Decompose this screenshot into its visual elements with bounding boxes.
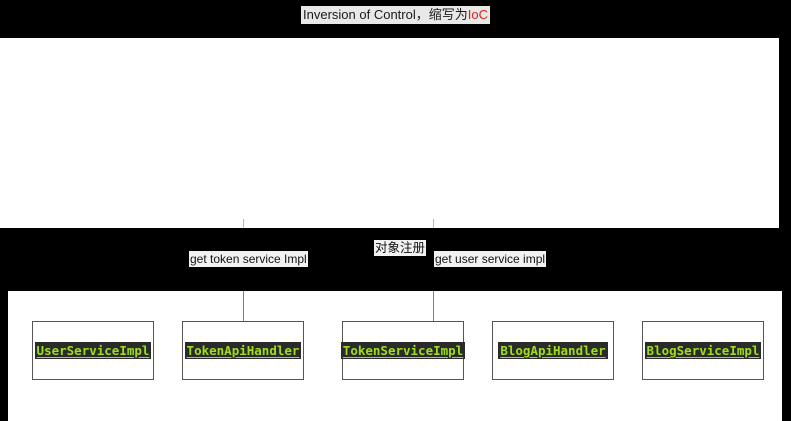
node-token-service-impl[interactable]: TokenServiceImpl — [340, 321, 466, 380]
connector-stub-right — [433, 219, 434, 228]
page-title: Inversion of Control，缩写为IoC — [0, 5, 791, 25]
node-label-user-service-impl: UserServiceImpl — [34, 342, 152, 359]
node-blog-service-impl[interactable]: BlogServiceImpl — [642, 321, 764, 380]
page-title-lead: Inversion of Control，缩写为 — [303, 6, 468, 22]
edge-label-object-registration: 对象注册 — [374, 240, 427, 256]
connector-token-api-handler — [243, 291, 244, 321]
connector-token-service-impl — [433, 291, 434, 321]
node-user-service-impl[interactable]: UserServiceImpl — [32, 321, 154, 380]
edge-label-get-user-service-impl: get user service impl — [434, 251, 547, 267]
connector-stub-left — [243, 219, 244, 228]
page-title-accent: IoC — [467, 6, 488, 22]
node-label-blog-service-impl: BlogServiceImpl — [644, 342, 762, 359]
page-title-text: Inversion of Control，缩写为IoC — [301, 5, 490, 24]
node-label-token-api-handler: TokenApiHandler — [184, 342, 302, 359]
node-blog-api-handler[interactable]: BlogApiHandler — [492, 321, 614, 380]
node-label-token-service-impl: TokenServiceImpl — [340, 342, 466, 359]
top-panel — [0, 38, 779, 228]
edge-label-get-token-service-impl: get token service Impl — [189, 251, 308, 267]
node-token-api-handler[interactable]: TokenApiHandler — [182, 321, 304, 380]
node-label-blog-api-handler: BlogApiHandler — [498, 342, 608, 359]
